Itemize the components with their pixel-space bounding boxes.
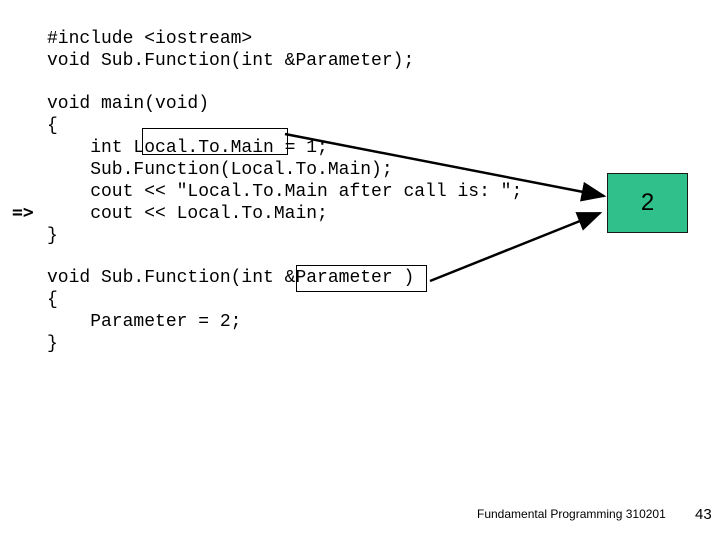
code-line-prototype: void Sub.Function(int &Parameter); [47,51,415,71]
code-line-main-open-brace: { [47,116,58,136]
code-line-declaration: int Local.To.Main = 1; [47,138,328,158]
code-line-sub-close-brace: } [47,334,58,354]
parameter-to-value-arrow [429,211,603,283]
code-line-assignment: Parameter = 2; [47,312,242,332]
local-variable-highlight-box [142,128,288,155]
variable-to-value-arrow [284,132,607,202]
code-line-main-close-brace: } [47,226,58,246]
code-line-sub-open-brace: { [47,290,58,310]
parameter-highlight-box [296,265,427,292]
code-line-cout-variable: cout << Local.To.Main; [47,204,328,224]
code-line-function-call: Sub.Function(Local.To.Main); [47,160,393,180]
current-line-marker: => [12,202,34,223]
page-number: 43 [695,506,712,523]
memory-value-box: 2 [607,173,688,233]
footer-course-title: Fundamental Programming 310201 [477,507,666,521]
code-line-main-signature: void main(void) [47,94,210,114]
code-line-cout-string: cout << "Local.To.Main after call is: "; [47,182,523,202]
code-line-sub-signature: void Sub.Function(int &Parameter ) [47,268,415,288]
code-line-include: #include <iostream> [47,29,253,49]
